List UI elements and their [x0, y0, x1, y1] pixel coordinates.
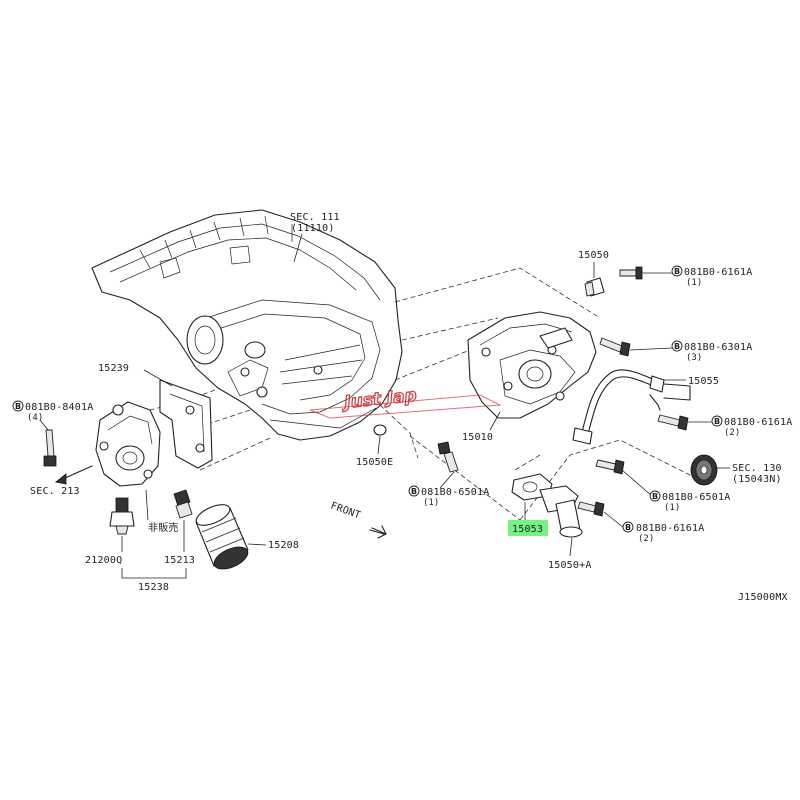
label-b-6501a-left: 081B0-6501A — [421, 487, 489, 498]
label-15050a: 15050+A — [548, 560, 592, 571]
label-15213: 15213 — [164, 555, 195, 566]
bolt-marker: B — [15, 402, 21, 411]
label-sec130: SEC. 130 — [732, 463, 782, 474]
bolt-8401a — [43, 429, 57, 467]
oil-filter — [195, 504, 249, 570]
qty-b-6161a-top: (1) — [686, 278, 702, 288]
timing-gear — [690, 454, 718, 486]
label-b-6501a-right: 081B0-6501A — [662, 492, 730, 503]
relief-valve — [584, 277, 605, 297]
bolt-6161a-low — [577, 501, 605, 517]
sec111-label: SEC. 111 — [290, 212, 340, 223]
diagram-code: J15000MX — [738, 592, 788, 603]
filter-connector — [173, 489, 193, 519]
oil-strainer — [511, 473, 583, 538]
bolt-6501a-right — [595, 459, 625, 475]
bolt-marker: B — [652, 492, 658, 501]
label-15238: 15238 — [138, 582, 169, 593]
bolt-marker: B — [714, 417, 720, 426]
oil-pan-casting — [91, 209, 403, 441]
filter-bracket — [159, 379, 213, 469]
label-21200q: 21200Q — [85, 555, 122, 566]
o-ring — [373, 424, 387, 436]
bolt-6161a-top — [619, 266, 643, 280]
qty-b-6161a-low: (2) — [638, 534, 654, 544]
label-sec213: SEC. 213 — [30, 486, 80, 497]
bolt-marker: B — [674, 267, 680, 276]
label-15239: 15239 — [98, 363, 129, 374]
qty-b-8401a: (4) — [27, 413, 43, 423]
qty-b-6301a: (3) — [686, 353, 702, 363]
label-15050: 15050 — [578, 250, 609, 261]
label-sec130-ref: (15043N) — [732, 474, 782, 485]
label-15055: 15055 — [688, 376, 719, 387]
qty-b-6161a-mid: (2) — [724, 428, 740, 438]
sec111-ref: (11110) — [291, 223, 335, 234]
oil-pump-body — [467, 311, 597, 419]
label-b-6161a-top: 081B0-6161A — [684, 267, 752, 278]
assembly-15238-bracket — [121, 568, 187, 579]
bolt-marker: B — [625, 523, 631, 532]
bolt-6501a-left — [437, 441, 459, 473]
oil-filter-head — [95, 401, 161, 487]
front-label: FRONT — [329, 500, 362, 521]
label-15010: 15010 — [462, 432, 493, 443]
label-b-6301a: 081B0-6301A — [684, 342, 752, 353]
oil-pipe — [572, 369, 691, 445]
oil-pressure-switch — [109, 497, 135, 535]
bolt-marker: B — [411, 487, 417, 496]
label-15053: 15053 — [512, 524, 543, 535]
label-15050e: 15050E — [356, 457, 393, 468]
qty-b-6501a-left: (1) — [423, 498, 439, 508]
highlight-15053 — [508, 520, 548, 536]
bolt-6301a — [599, 337, 631, 357]
label-b-6161a-mid: 081B0-6161A — [724, 417, 792, 428]
label-b-8401a: 081B0-8401A — [25, 402, 93, 413]
label-b-6161a-low: 081B0-6161A — [636, 523, 704, 534]
bolt-6161a-mid — [657, 414, 689, 431]
front-arrow: FRONT — [329, 500, 387, 539]
qty-b-6501a-right: (1) — [664, 503, 680, 513]
label-15208: 15208 — [268, 540, 299, 551]
label-not-sold: 非販売 — [148, 521, 179, 534]
bolt-marker: B — [674, 342, 680, 351]
